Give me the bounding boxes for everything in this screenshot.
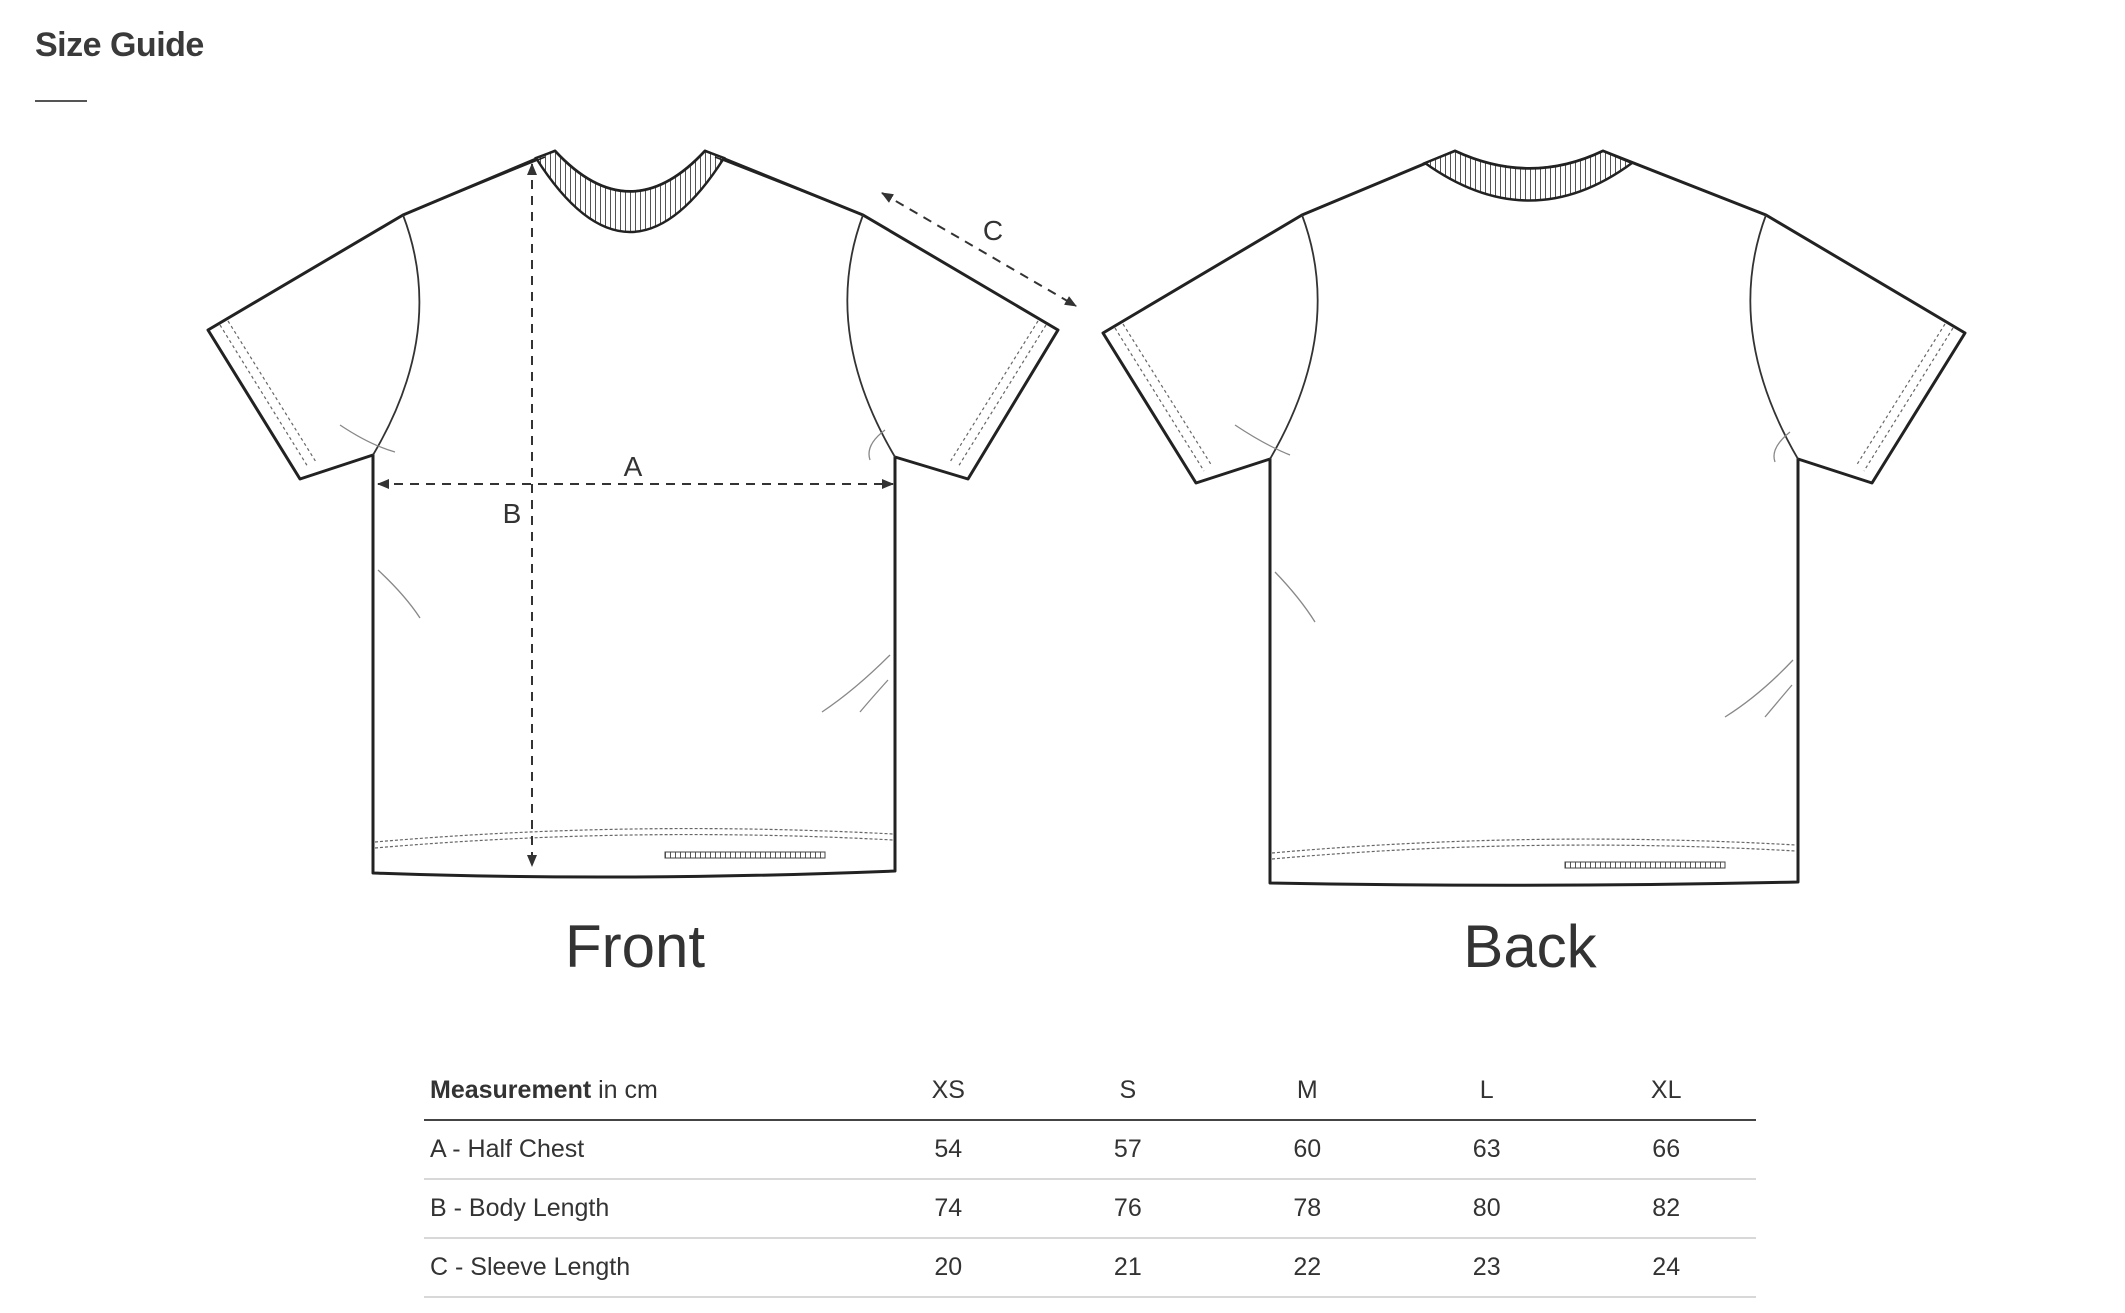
table-cell: 78 [1217,1179,1397,1239]
table-cell: 23 [1396,1238,1577,1298]
header-measurement: Measurement in cm [424,1062,859,1121]
row-label: B - Body Length [424,1179,859,1239]
row-label: C - Sleeve Length [424,1238,859,1298]
table-cell: 22 [1217,1238,1397,1298]
front-label: Front [565,913,705,980]
header-size-l: L [1396,1062,1577,1121]
back-hem-label [1564,861,1726,869]
table-cell: 21 [1038,1238,1218,1298]
front-shoulder-seam-right [714,156,864,216]
table-cell: 74 [858,1179,1039,1239]
table-cell: 82 [1576,1179,1756,1239]
header-size-xl: XL [1576,1062,1756,1121]
table-cell: 54 [858,1120,1039,1180]
table-cell: 24 [1576,1238,1756,1298]
back-label: Back [1463,913,1597,980]
table-header-row: Measurement in cm XS S M L XL [424,1062,1756,1121]
table-cell: 66 [1576,1120,1756,1180]
dimension-b-label: B [503,498,522,529]
back-sleeve-seam-left [1269,214,1319,460]
front-collar-rib [534,149,726,234]
front-shoulder-seam-left [402,156,546,216]
front-sleeve-seam-left [372,214,421,456]
back-sleeve-seam-right [1749,214,1799,460]
back-cuff-stitch-right [1855,323,1954,472]
header-size-xs: XS [858,1062,1039,1121]
title-underline [35,100,87,102]
back-shoulder-seam-left [1301,156,1441,216]
size-table: Measurement in cm XS S M L XL A - Half C… [424,1062,1756,1298]
front-cuff-stitch-left [219,320,317,468]
back-cuff-stitch-left [1114,323,1213,472]
header-size-s: S [1038,1062,1218,1121]
front-wrinkles [339,424,891,713]
dimension-c-label: C [983,215,1003,246]
back-body-outline [1101,149,1967,887]
row-label: A - Half Chest [424,1120,859,1180]
front-hem-stitch [374,827,894,849]
table-cell: 60 [1217,1120,1397,1180]
front-cuff-stitch-right [949,320,1047,468]
front-tshirt: A B C [206,149,1077,879]
back-tshirt [1101,149,1967,887]
front-hem-label [664,851,826,859]
table-cell: 20 [858,1238,1039,1298]
table-cell: 63 [1396,1120,1577,1180]
table-row: B - Body Length 74 76 78 80 82 [424,1179,1756,1239]
header-measurement-unit: in cm [598,1076,658,1104]
header-size-m: M [1217,1062,1397,1121]
front-body-outline [206,149,1060,879]
page-title: Size Guide [35,26,204,64]
dimension-a-label: A [624,451,643,482]
dimension-c-line [881,192,1077,307]
table-cell: 57 [1038,1120,1218,1180]
back-hem-stitch [1271,838,1797,860]
front-sleeve-seam-right [846,214,896,458]
table-row: A - Half Chest 54 57 60 63 66 [424,1120,1756,1180]
table-cell: 76 [1038,1179,1218,1239]
header-measurement-label: Measurement [430,1076,592,1104]
back-wrinkles [1234,424,1794,718]
table-cell: 80 [1396,1179,1577,1239]
back-shoulder-seam-right [1617,156,1767,216]
table-row: C - Sleeve Length 20 21 22 23 24 [424,1238,1756,1298]
